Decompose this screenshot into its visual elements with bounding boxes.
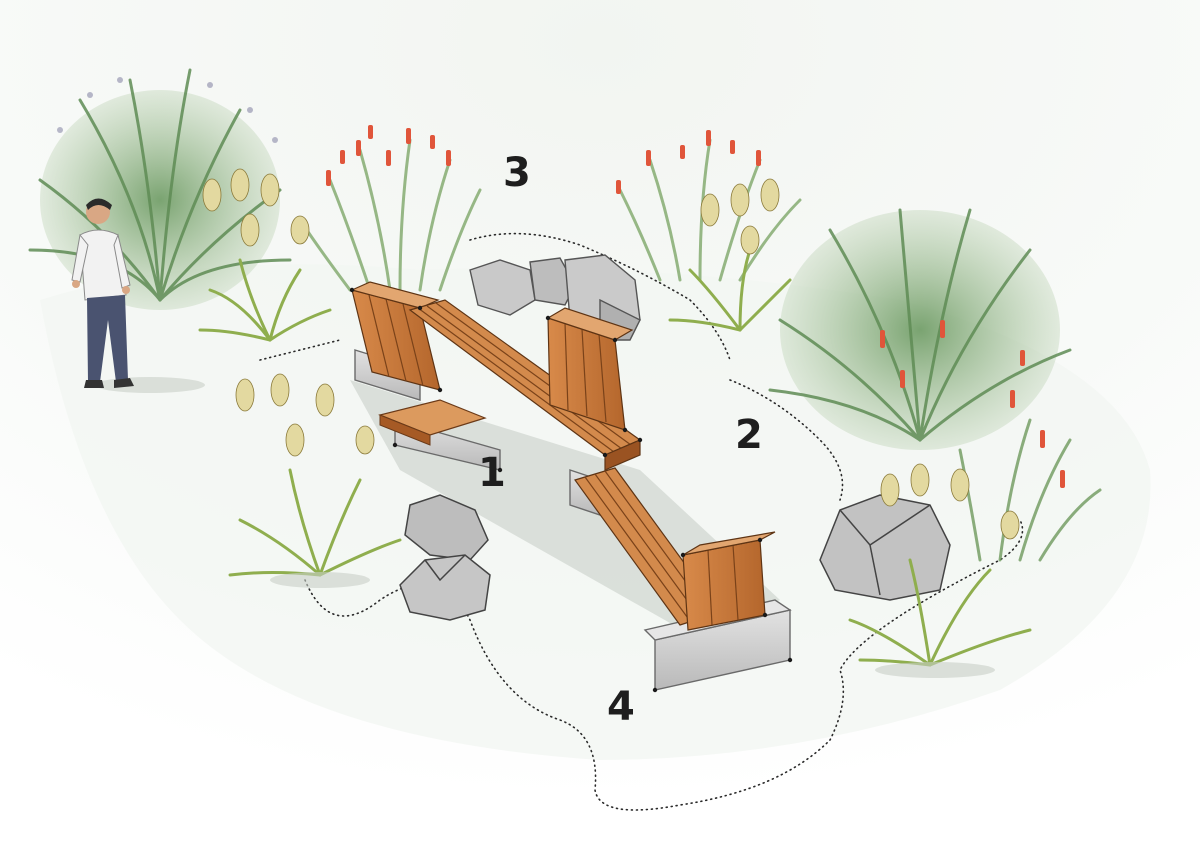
flax-plant-front-left	[228, 373, 402, 588]
area-label-3: 3	[503, 150, 531, 196]
bed-outline-paths	[259, 232, 1024, 811]
flax-plant-front-right	[848, 463, 1032, 678]
bed-outline-top	[469, 232, 731, 361]
area-label-4: 4	[607, 684, 635, 730]
bench-icon	[349, 281, 793, 693]
bed-outline-right	[729, 379, 844, 501]
bed-outline-bottom	[304, 519, 1024, 811]
bench-backrest-front	[682, 539, 766, 631]
area-label-1: 1	[478, 450, 506, 496]
flax-plant-top-left	[198, 168, 332, 342]
person-figure-icon	[71, 198, 205, 393]
boulder-icon	[819, 494, 951, 601]
flax-plant-top-right	[668, 178, 792, 332]
bed-outline-left	[259, 339, 341, 361]
grass-clump-icon	[768, 208, 1072, 488]
boulder-icon	[399, 494, 491, 621]
area-label-2: 2	[735, 412, 763, 458]
grass-clump-icon	[958, 418, 1102, 562]
